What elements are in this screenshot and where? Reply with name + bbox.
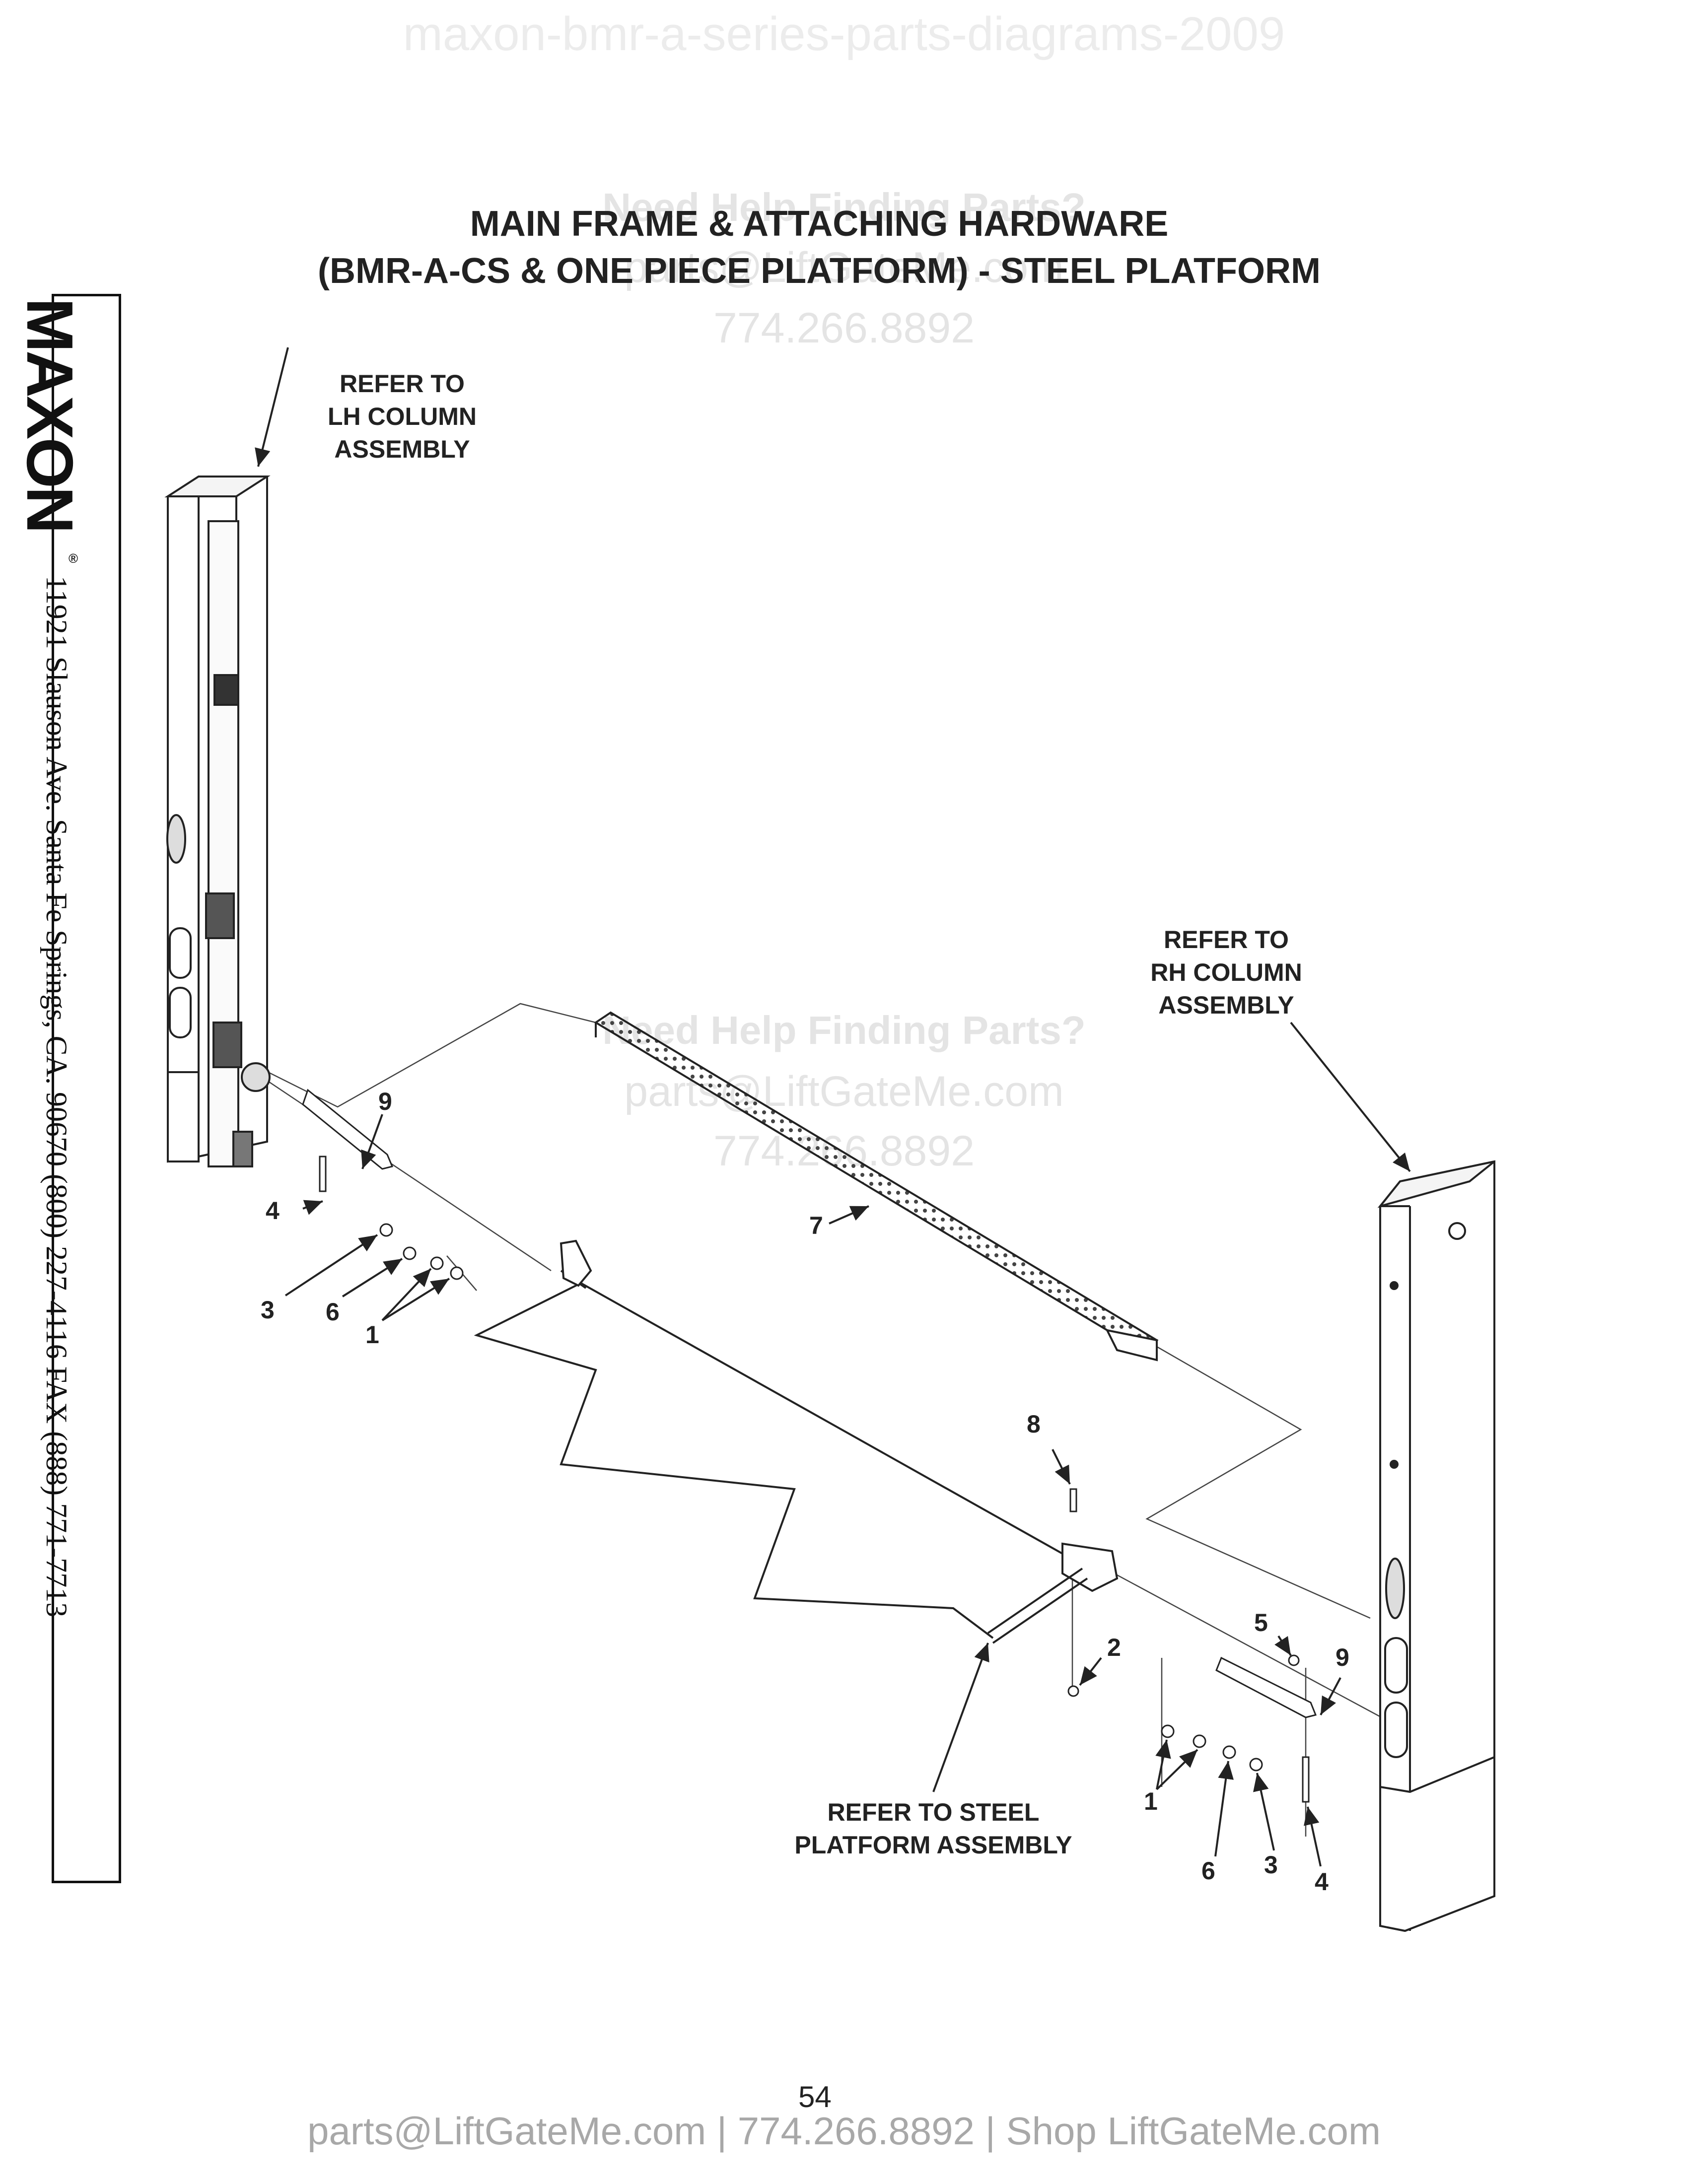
callout-line: LH COLUMN <box>328 403 477 430</box>
phantom-lines <box>258 1003 1401 1837</box>
help-watermark-mid: Need Help Finding Parts? <box>602 1008 1086 1052</box>
lh-column <box>164 476 271 1167</box>
item-number-6-right: 6 <box>1201 1857 1215 1885</box>
callout-line: REFER TO STEEL <box>827 1798 1040 1826</box>
rh-column-callout: REFER TO RH COLUMN ASSEMBLY <box>1142 923 1311 1022</box>
steel-platform-outline <box>474 1239 1119 1644</box>
callout-line: REFER TO <box>340 370 465 398</box>
steel-platform-callout: REFER TO STEEL PLATFORM ASSEMBLY <box>760 1796 1107 1861</box>
brand-sidebar <box>52 294 121 1883</box>
callout-line: ASSEMBLY <box>334 435 470 463</box>
item-number-5: 5 <box>1254 1609 1268 1637</box>
hardware-right <box>1067 1488 1317 1803</box>
registered-mark: ® <box>69 551 78 566</box>
item-number-9-left: 9 <box>378 1088 392 1115</box>
item-number-3-left: 3 <box>261 1296 275 1324</box>
page-title-line2: (BMR-A-CS & ONE PIECE PLATFORM) - STEEL … <box>318 251 1321 291</box>
leader-arrows <box>255 347 1411 1867</box>
hardware-left <box>302 1089 464 1280</box>
page-title-line1: MAIN FRAME & ATTACHING HARDWARE <box>470 204 1169 244</box>
item-number-1-right: 1 <box>1144 1787 1158 1815</box>
filename-watermark: maxon-bmr-a-series-parts-diagrams-2009 <box>403 7 1285 61</box>
callout-line: PLATFORM ASSEMBLY <box>794 1831 1072 1859</box>
item-number-6-left: 6 <box>326 1298 340 1326</box>
callout-line: RH COLUMN <box>1150 958 1302 986</box>
lh-column-callout: REFER TO LH COLUMN ASSEMBLY <box>318 367 487 466</box>
item-number-9-right: 9 <box>1336 1643 1349 1671</box>
footer-contact: parts@LiftGateMe.com | 774.266.8892 | Sh… <box>307 2109 1381 2153</box>
phone-watermark-top: 774.266.8892 <box>713 304 975 352</box>
item-number-4-left: 4 <box>266 1197 280 1225</box>
item-number-4-right: 4 <box>1315 1868 1329 1896</box>
item-number-8: 8 <box>1027 1410 1041 1438</box>
help-watermark-top: Need Help Finding Parts? <box>602 185 1086 229</box>
item-number-3-right: 3 <box>1264 1851 1278 1879</box>
rh-column <box>1377 1160 1495 1932</box>
page-number: 54 <box>798 2080 832 2114</box>
item-number-7: 7 <box>809 1212 823 1239</box>
item-7-tread-bar <box>594 1011 1159 1362</box>
callout-line: REFER TO <box>1164 926 1289 954</box>
item-number-1-left: 1 <box>365 1321 379 1349</box>
callout-line: ASSEMBLY <box>1158 991 1294 1019</box>
item-number-2: 2 <box>1107 1634 1121 1661</box>
email-watermark-top: parts@LiftGateMe.com <box>624 244 1064 291</box>
